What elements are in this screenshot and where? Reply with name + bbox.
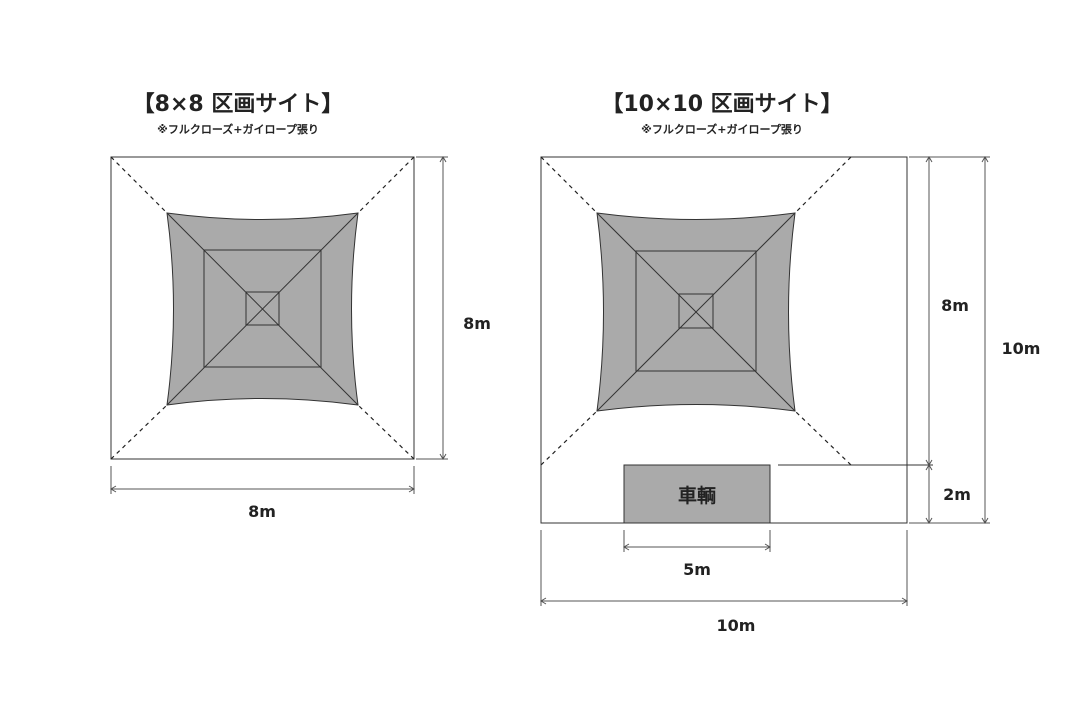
site-10-parking-depth-label: 2m [943,485,971,504]
site-10-subtitle: ※フルクローズ+ガイロープ張り [641,123,803,136]
site-10-tent-depth-dimension [909,156,934,524]
site-8-subtitle: ※フルクローズ+ガイロープ張り [157,123,319,136]
site-8-width-dimension [110,466,415,494]
site-10-tent [596,212,796,412]
vehicle-label: 車輌 [678,484,716,507]
vehicle-width-dimension [623,530,771,552]
site-8-tent [166,212,359,406]
site-8-depth-dimension [416,156,448,460]
site-10-tent-depth-label: 8m [941,296,969,315]
site-8-title: 【8×8 区画サイト】 [132,92,344,117]
site-10-diagram: 車輌 8m 2m 10m [540,156,1041,635]
site-8-depth-label: 8m [463,314,491,333]
site-8-diagram: 8m 8m [110,156,491,521]
vehicle-width-label: 5m [683,560,711,579]
site-8-boundary [110,156,415,460]
site-10-title: 【10×10 区画サイト】 [601,92,843,117]
vehicle-box [623,464,771,524]
site-10-guy-ropes [540,156,852,466]
site-10-depth-label: 10m [1002,339,1041,358]
site-8-guy-ropes [110,156,415,460]
site-8-width-label: 8m [248,502,276,521]
site-10-depth-dimension [934,156,990,524]
site-10-width-dimension [540,530,908,606]
site-10-width-label: 10m [717,616,756,635]
